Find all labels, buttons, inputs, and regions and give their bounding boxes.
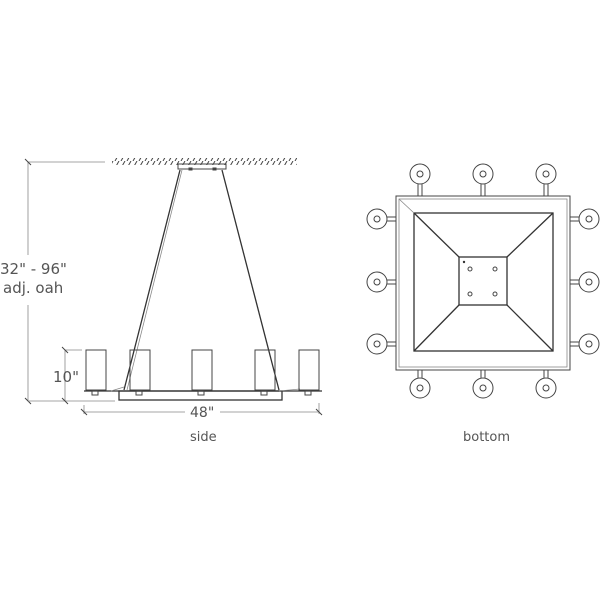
side-caption: side — [190, 430, 217, 445]
lamp-top-2 — [472, 163, 494, 196]
bottom-view: bottom — [366, 163, 600, 445]
fixture-height-label: 10" — [53, 368, 79, 386]
fixture-height-dimension: 10" — [53, 346, 82, 405]
shade-3 — [191, 349, 213, 396]
mounting-screws — [462, 260, 498, 297]
height-range-label: 32" - 96" — [0, 260, 67, 278]
lamp-right-3 — [570, 333, 600, 355]
bottom-caption: bottom — [463, 430, 510, 445]
glass-shades — [85, 349, 320, 396]
lamp-left-1 — [366, 208, 396, 230]
lamp-top-1 — [409, 163, 431, 196]
lamp-right-1 — [570, 208, 600, 230]
shade-1 — [85, 349, 107, 396]
lamp-right-2 — [570, 271, 600, 293]
lamp-left-3 — [366, 333, 396, 355]
overall-height-dimension: 32" - 96" adj. oah — [0, 158, 115, 405]
lamp-bottom-1 — [409, 370, 431, 399]
shade-2 — [129, 349, 151, 396]
canopy — [177, 163, 227, 170]
lamp-bottom-2 — [472, 370, 494, 399]
fixture-arm — [84, 386, 322, 401]
ceiling-hatch — [112, 158, 297, 165]
shade-4 — [254, 349, 276, 396]
width-dimension: 48" — [80, 403, 323, 421]
width-label: 48" — [190, 405, 214, 421]
lamp-left-2 — [366, 271, 396, 293]
outer-frame — [395, 195, 571, 371]
lamp-top-3 — [535, 163, 557, 196]
lamp-bottom-3 — [535, 370, 557, 399]
side-view: 32" - 96" adj. oah 10" — [0, 158, 323, 445]
shade-5 — [298, 349, 320, 396]
center-plate — [458, 256, 508, 306]
adjustable-oah-label: adj. oah — [3, 279, 63, 297]
inner-frame — [413, 212, 554, 352]
suspension-cables — [123, 169, 280, 391]
